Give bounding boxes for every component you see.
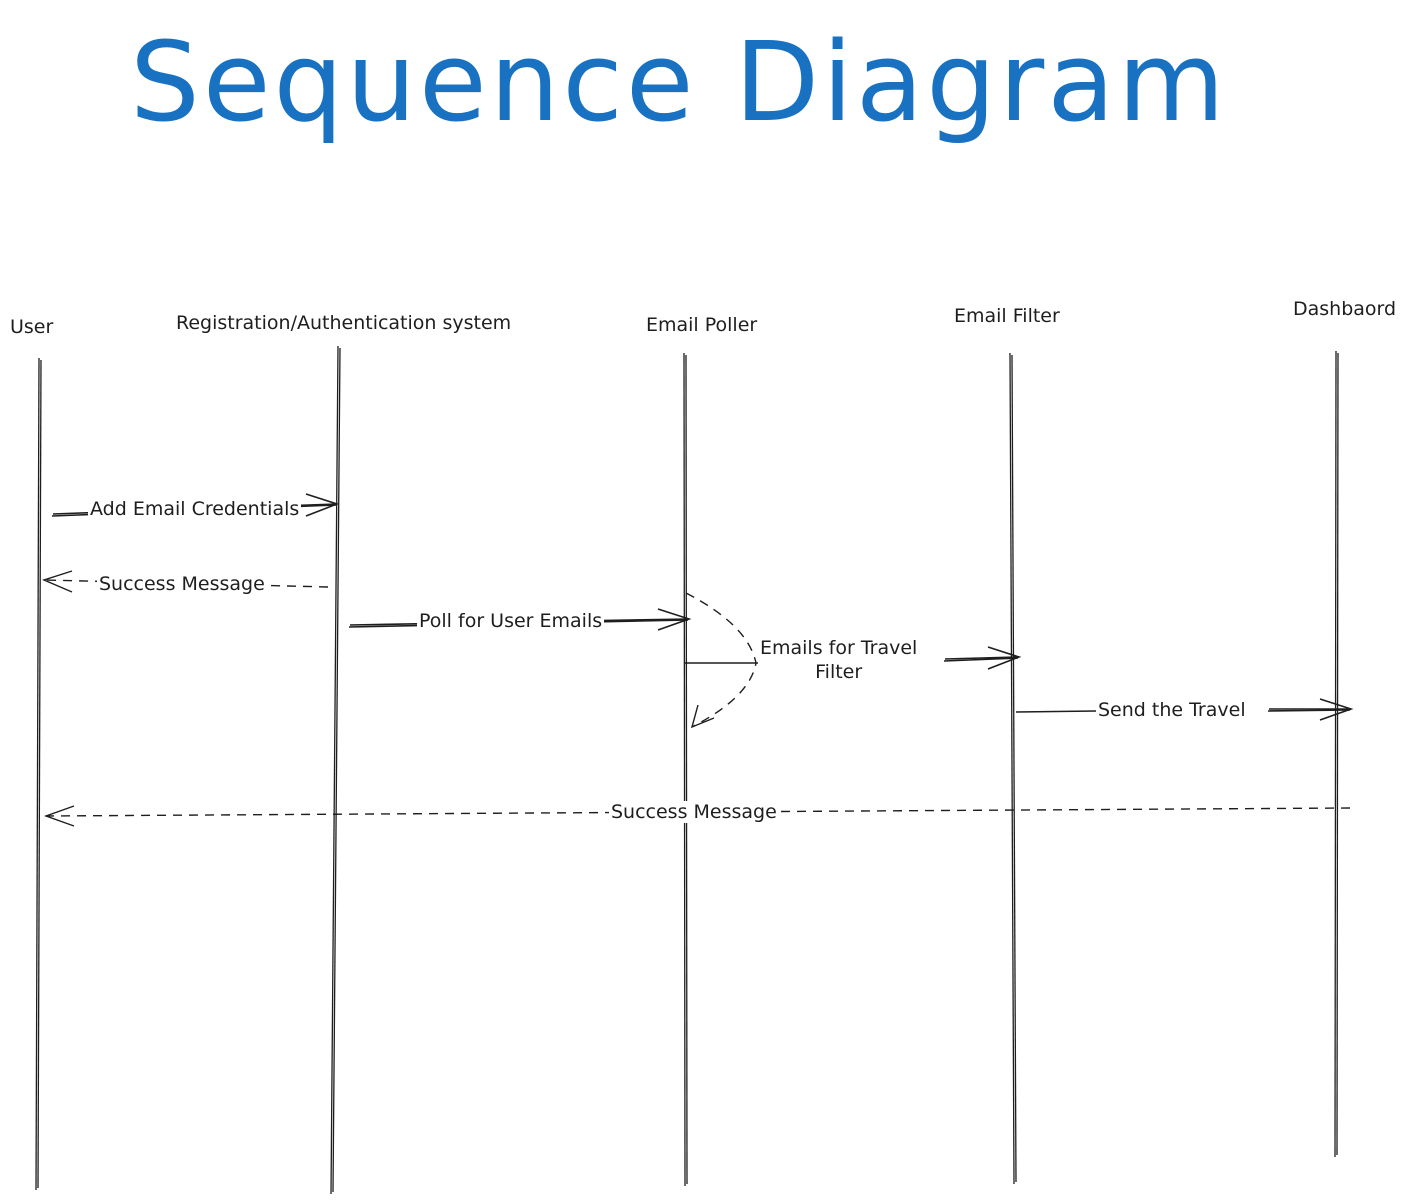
lifeline-dashboard bbox=[1334, 350, 1339, 1158]
lifeline-auth bbox=[330, 345, 341, 1195]
message-label-emails-for-travel-filter: Emails for Travel Filter bbox=[758, 636, 920, 684]
lifeline-poller bbox=[683, 352, 688, 1187]
actor-label-filter: Email Filter bbox=[954, 305, 1060, 327]
self-call-arrow-poller bbox=[685, 592, 757, 729]
actor-label-user: User bbox=[10, 316, 54, 338]
diagram-title: Sequence Diagram bbox=[130, 18, 1228, 146]
message-label-line-1: Emails for Travel bbox=[760, 637, 918, 659]
message-arrow-emails-for-travel-filter bbox=[684, 646, 1022, 670]
lifeline-user bbox=[35, 357, 42, 1191]
message-label-line-2: Filter bbox=[815, 661, 863, 683]
actor-label-poller: Email Poller bbox=[646, 314, 758, 336]
message-arrow-success-message-1 bbox=[42, 570, 329, 593]
actor-label-dashboard: Dashbaord bbox=[1293, 298, 1397, 320]
message-arrow-success-message-2 bbox=[43, 805, 1351, 827]
actor-label-auth: Registration/Authentication system bbox=[176, 312, 512, 334]
message-label-add-email-credentials: Add Email Credentials bbox=[88, 498, 302, 520]
message-label-success-message-1: Success Message bbox=[97, 573, 267, 595]
lifeline-filter bbox=[1009, 352, 1017, 1185]
message-label-send-the-travel: Send the Travel bbox=[1096, 699, 1248, 721]
message-arrow-send-the-travel bbox=[1015, 698, 1354, 721]
message-label-success-message-2: Success Message bbox=[609, 801, 779, 823]
message-label-poll-for-user-emails: Poll for User Emails bbox=[417, 610, 605, 632]
